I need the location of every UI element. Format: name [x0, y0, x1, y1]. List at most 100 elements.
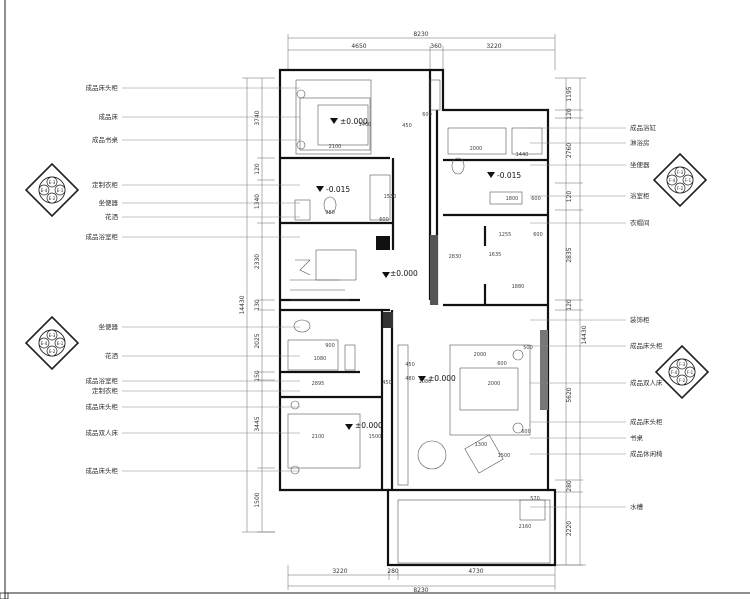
right-label: 书桌	[630, 433, 644, 442]
right-label: 成品双人床	[630, 378, 663, 387]
symbol-label: F-1	[685, 178, 692, 183]
index-symbol-left-mid: E-3E-1E-2E-4	[24, 315, 80, 371]
room-dimension-label: 1300	[475, 442, 488, 448]
dim-left-seg: 1340	[254, 194, 261, 209]
room-dimension-label: 1500	[498, 453, 511, 459]
level-markers: ±0.000 -0.015 -0.015 ±0.000 ±0.000 ±0.00…	[316, 117, 521, 430]
right-label: 水槽	[630, 502, 644, 511]
dim-right-seg: 1195	[566, 86, 573, 101]
left-label: 坐便器	[99, 198, 119, 207]
symbol-label: F-3	[677, 170, 684, 175]
left-label: 成品浴室柜	[86, 376, 119, 385]
room-dimension-label: 2830	[449, 254, 462, 260]
dim-right-seg: 5620	[566, 387, 573, 402]
lounge-chair	[417, 440, 447, 470]
right-label: 装饰柜	[630, 315, 650, 324]
room-dimension-label: 600	[521, 429, 531, 435]
left-label: 成品浴室柜	[86, 232, 119, 241]
left-annotation-labels: 成品床头柜成品床成品书桌定制衣柜坐便器花洒成品浴室柜坐便器花洒成品浴室柜定制衣柜…	[86, 83, 300, 475]
level-bedroom-bottom: ±0.000	[355, 421, 383, 430]
room-dimension-label: 450	[382, 380, 392, 386]
symbol-label: F-4	[671, 370, 678, 375]
level-bedroom-top: ±0.000	[340, 117, 368, 126]
room-dimension-label: 2100	[312, 434, 325, 440]
dim-left-seg: 150	[254, 370, 261, 382]
room-dimension-label: 1400	[359, 122, 372, 128]
dim-right-seg: 2220	[566, 521, 573, 536]
dim-right-seg: 120	[566, 191, 573, 203]
dim-left-seg: 1500	[254, 492, 261, 507]
title-block-corner	[0, 592, 9, 599]
room-dimension-label: 450	[405, 362, 415, 368]
furniture	[287, 79, 551, 564]
left-label: 成品书桌	[92, 135, 119, 144]
left-label: 成品床头柜	[86, 466, 119, 475]
room-dimension-label: 1080	[314, 356, 327, 362]
dim-bottom-seg1: 3220	[332, 568, 347, 575]
dim-left-seg: 3445	[254, 416, 261, 431]
bottom-dimension-chain: 3220 280 4730 8230	[287, 565, 556, 594]
dim-right-seg: 280	[566, 480, 573, 492]
level-hall: ±0.000	[390, 269, 418, 278]
right-label: 成品床头柜	[630, 417, 663, 426]
symbol-label: F-2	[679, 378, 686, 383]
dim-top-seg3: 3220	[486, 43, 501, 50]
right-label: 成品浴缸	[630, 123, 657, 132]
room-dimension-label: 570	[530, 496, 540, 502]
room-dimension-label: 500	[523, 345, 533, 351]
dim-top-seg1: 4650	[351, 43, 366, 50]
dim-right-seg: 2760	[566, 143, 573, 158]
left-label: 花洒	[105, 212, 119, 221]
symbol-label: F-2	[677, 186, 684, 191]
right-label: 浴室柜	[630, 191, 650, 200]
left-label: 成品双人床	[86, 428, 119, 437]
level-bath-right: -0.015	[497, 171, 521, 180]
right-label: 坐便器	[630, 160, 650, 169]
dim-left-seg: 3740	[254, 110, 261, 125]
bed-bottom	[287, 413, 361, 469]
dim-left-seg: 120	[254, 163, 261, 175]
stair	[315, 249, 357, 281]
top-dimension-chain: 8230 4650 360 3220	[287, 31, 556, 70]
room-dimensions: 2100140098060015304506002000144018001255…	[312, 112, 543, 530]
room-dimension-label: 1080	[419, 379, 432, 385]
room-dimension-label: 600	[533, 232, 543, 238]
right-label: 淋浴房	[630, 138, 650, 147]
room-dimension-label: 2100	[329, 144, 342, 150]
room-dimension-label: 1635	[489, 252, 502, 258]
dim-top-total: 8230	[413, 31, 428, 38]
index-symbol-left-top: E-3E-1E-2E-4	[24, 162, 80, 218]
room-dimension-label: 980	[325, 210, 335, 216]
symbol-label: E-1	[57, 341, 64, 346]
dim-left-seg: 2025	[254, 333, 261, 348]
dim-left-seg: 2330	[254, 254, 261, 269]
symbol-label: F-3	[679, 362, 686, 367]
right-label: 衣帽间	[630, 218, 650, 227]
dim-bottom-seg3: 4730	[468, 568, 483, 575]
walls	[278, 68, 557, 567]
room-dimension-label: 600	[497, 361, 507, 367]
room-dimension-label: 2000	[474, 352, 487, 358]
level-master: ±0.000	[428, 374, 456, 383]
index-symbol-right-top: F-3F-1F-2F-4	[652, 152, 708, 208]
index-symbol-right-mid: F-3F-1F-2F-4	[654, 344, 710, 400]
right-annotation-labels: 成品浴缸淋浴房坐便器浴室柜衣帽间装饰柜成品床头柜成品双人床成品床头柜书桌成品休闲…	[530, 123, 663, 511]
room-dimension-label: 1500	[369, 434, 382, 440]
level-bath-left: -0.015	[326, 185, 350, 194]
balcony	[397, 499, 551, 564]
left-label: 成品床头柜	[86, 402, 119, 411]
toilet-left-bottom	[293, 319, 311, 333]
dim-bottom-total: 8230	[413, 587, 428, 594]
toilet-right	[451, 157, 465, 175]
room-dimension-label: 1255	[499, 232, 512, 238]
dim-right-seg: 120	[566, 299, 573, 311]
left-label: 定制衣柜	[92, 386, 119, 395]
room-dimension-label: 600	[531, 196, 541, 202]
symbol-label: E-3	[49, 180, 56, 185]
left-label: 定制衣柜	[92, 180, 119, 189]
symbol-label: F-4	[669, 178, 676, 183]
left-label: 坐便器	[99, 322, 119, 331]
